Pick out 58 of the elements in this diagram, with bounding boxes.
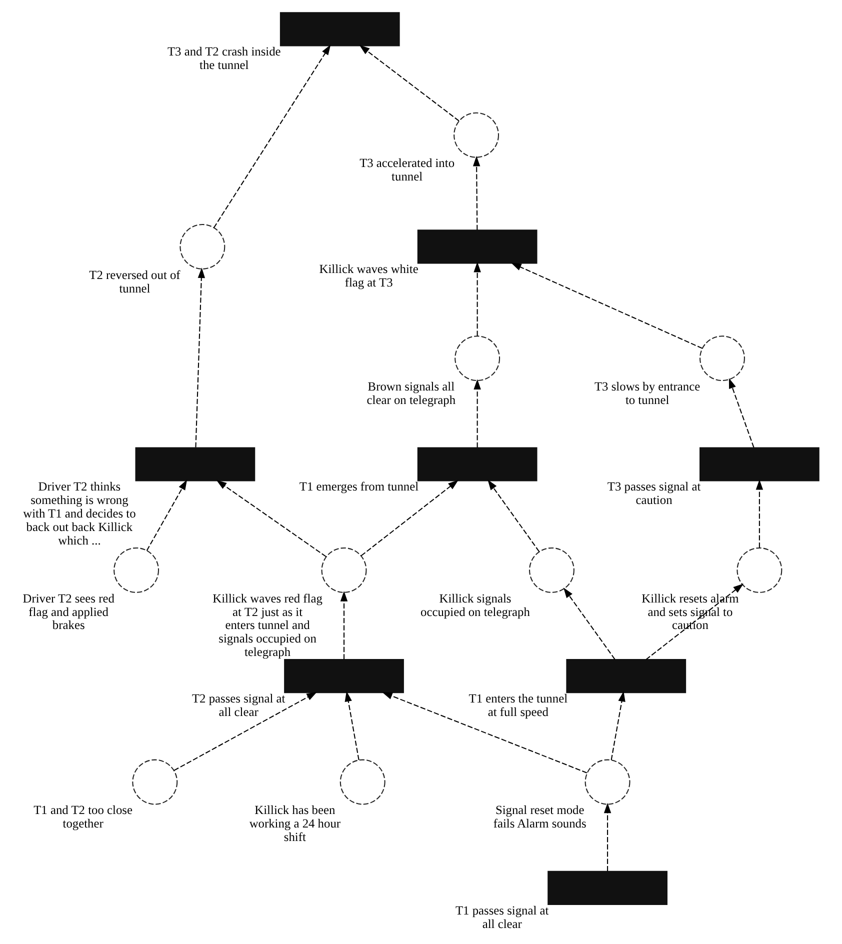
node-label: Signal reset mode fails Alarm sounds (493, 803, 586, 831)
arrow (195, 268, 206, 448)
node-label: T2 reversed out of tunnel (89, 268, 180, 296)
node-box (284, 659, 404, 694)
node-label: Driver T2 thinks something is wrong with T1 and decides to back out back Killick which ... (23, 480, 136, 548)
node-circle (584, 759, 630, 805)
node-circle (736, 547, 782, 593)
node-box (417, 230, 538, 264)
node-label: T1 emerges from tunnel (299, 480, 419, 494)
arrow (728, 378, 754, 448)
node-box (566, 659, 686, 694)
node-box (548, 870, 668, 905)
node-box (135, 447, 256, 482)
node-label: T1 enters the tunnel at full speed (468, 692, 568, 719)
node-label: Driver T2 sees red flag and applied brakes (22, 591, 114, 632)
node-label: T1 passes signal at all clear (455, 903, 549, 931)
arrow (382, 692, 588, 774)
node-circle (700, 336, 745, 382)
node-label: Brown signals all clear on telegraph (366, 379, 456, 407)
node-circle (321, 547, 367, 593)
arrow (756, 479, 764, 548)
node-circle (529, 547, 574, 593)
node-label: Killick waves white flag at T3 (319, 262, 418, 290)
arrow (359, 45, 460, 122)
arrow (646, 584, 744, 660)
arrow (344, 691, 360, 760)
node-box (280, 12, 400, 46)
arrow (146, 480, 188, 551)
arrow (174, 692, 317, 771)
node-label: T2 passes signal at all clear (192, 692, 286, 719)
arrow (610, 691, 626, 760)
node-label: T3 and T2 crash inside the tunnel (167, 44, 281, 72)
node-circle (340, 759, 386, 805)
node-label: T3 passes signal at caution (607, 480, 701, 508)
node-box (417, 447, 538, 482)
arrow (510, 262, 702, 349)
arrow (340, 590, 348, 660)
arrow (472, 156, 480, 230)
node-label: Killick signals occupied on telegraph (420, 591, 530, 619)
node-label: Killick waves red flag at T2 just as it enters tunnel and signals occupied on telegraph (212, 591, 322, 660)
node-label: Killick has been working a 24 hour shift (249, 803, 341, 844)
node-circle (132, 759, 178, 805)
node-circle (454, 336, 500, 382)
node-circle (180, 224, 226, 270)
node-box (700, 447, 820, 482)
node-label: T3 accelerated into tunnel (360, 156, 455, 184)
arrow (488, 480, 540, 552)
arrow (216, 480, 326, 558)
arrow (360, 480, 458, 556)
arrow (604, 802, 612, 872)
node-circle (114, 547, 160, 593)
arrow (474, 262, 481, 336)
node-label: T1 and T2 too close together (34, 803, 133, 831)
arrow (474, 379, 481, 448)
node-label: T3 slows by entrance to tunnel (594, 379, 700, 407)
node-circle (454, 112, 500, 158)
arrow (213, 44, 331, 228)
arrow (563, 588, 616, 660)
